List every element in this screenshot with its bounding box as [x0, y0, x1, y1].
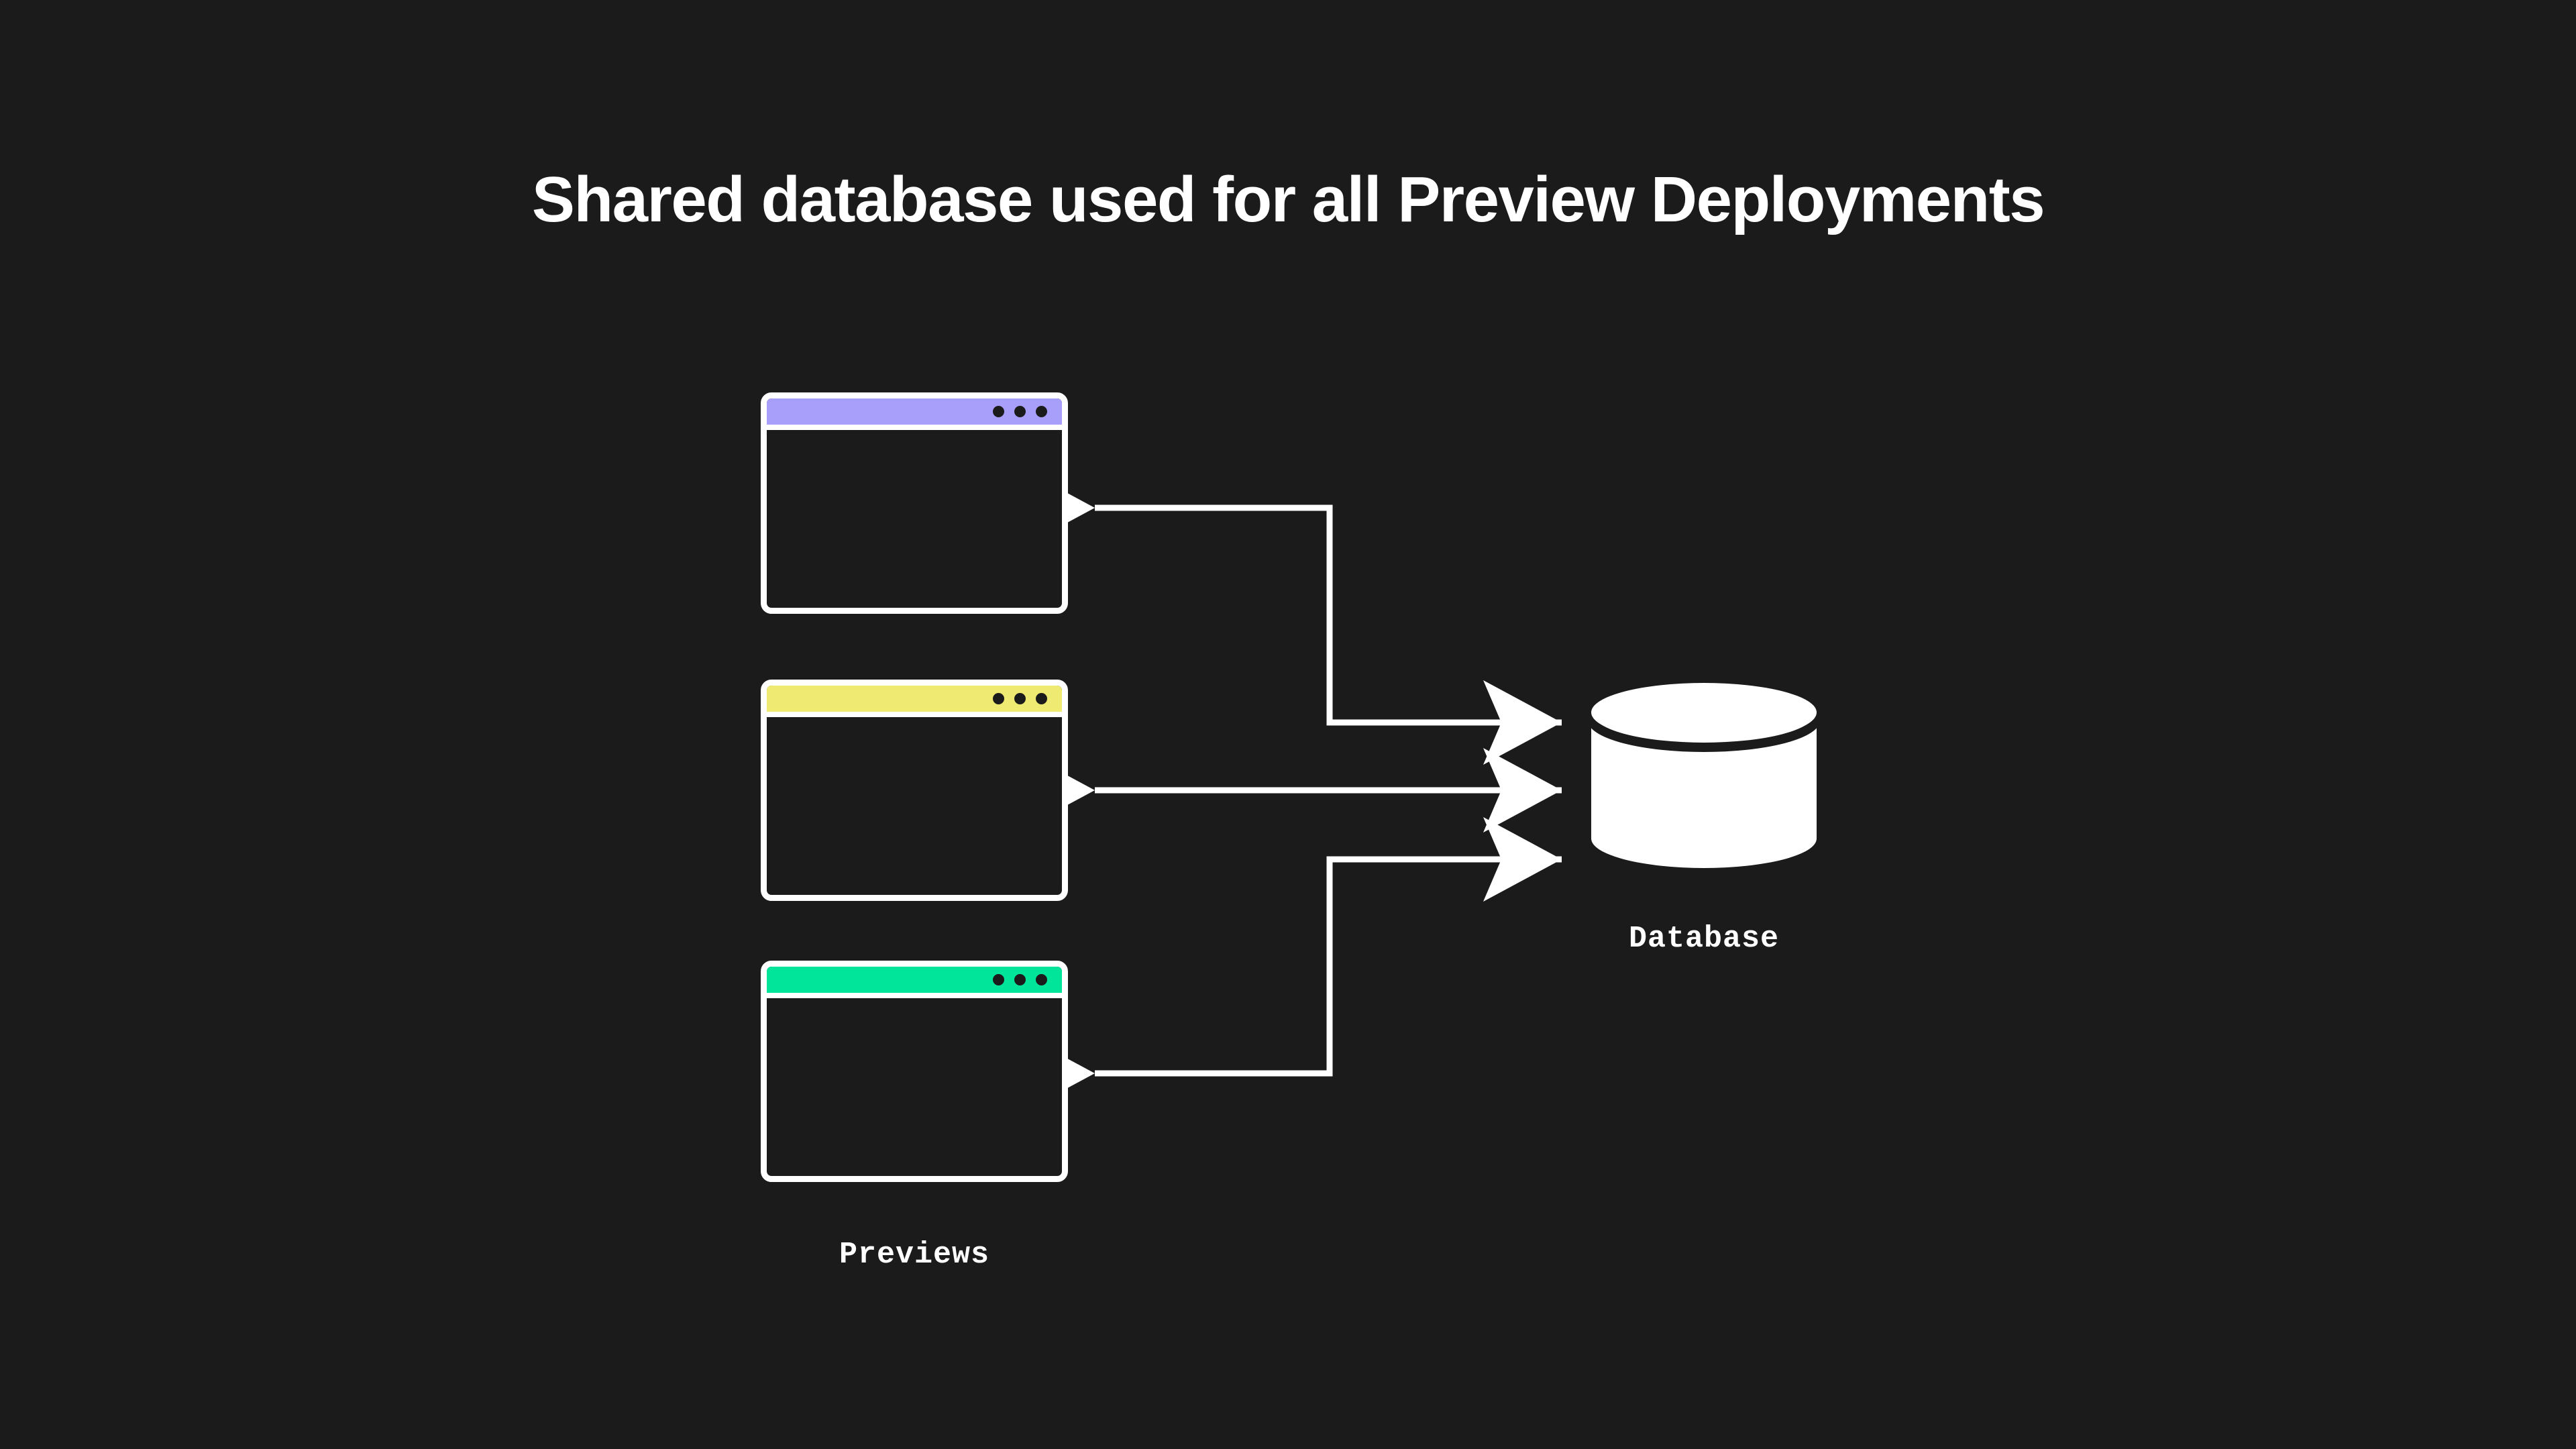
window-dot-icon[interactable]	[993, 406, 1004, 417]
connector-database-preview-1	[1016, 466, 1562, 765]
window-titlebar	[767, 686, 1062, 717]
window-dot-icon[interactable]	[993, 974, 1004, 985]
browser-window-preview-2[interactable]	[761, 680, 1068, 901]
window-content-area	[767, 998, 1062, 1171]
page-title: Shared database used for all Preview Dep…	[531, 164, 2045, 235]
window-dot-icon[interactable]	[1036, 693, 1047, 704]
cylinder-body	[1591, 718, 1817, 868]
connector-database-preview-3	[1016, 817, 1562, 1116]
window-controls[interactable]	[993, 406, 1047, 417]
database-label: Database	[1628, 922, 1780, 956]
cylinder-top	[1591, 683, 1817, 742]
window-dot-icon[interactable]	[1014, 974, 1026, 985]
window-controls[interactable]	[993, 974, 1047, 985]
window-titlebar	[767, 967, 1062, 998]
browser-window-preview-1[interactable]	[761, 392, 1068, 614]
connector-path-top	[1016, 466, 1562, 765]
previews-group-label: Previews	[839, 1238, 990, 1272]
window-dot-icon[interactable]	[1014, 693, 1026, 704]
window-dot-icon[interactable]	[1036, 406, 1047, 417]
window-content-area	[767, 717, 1062, 890]
browser-window-preview-3[interactable]	[761, 961, 1068, 1182]
cylinder-rim-gap	[1587, 717, 1821, 752]
window-controls[interactable]	[993, 693, 1047, 704]
window-titlebar	[767, 398, 1062, 430]
window-dot-icon[interactable]	[1014, 406, 1026, 417]
database-cylinder-icon	[1587, 683, 1821, 868]
window-content-area	[767, 430, 1062, 602]
connector-path-bottom	[1016, 817, 1562, 1116]
window-dot-icon[interactable]	[993, 693, 1004, 704]
window-dot-icon[interactable]	[1036, 974, 1047, 985]
